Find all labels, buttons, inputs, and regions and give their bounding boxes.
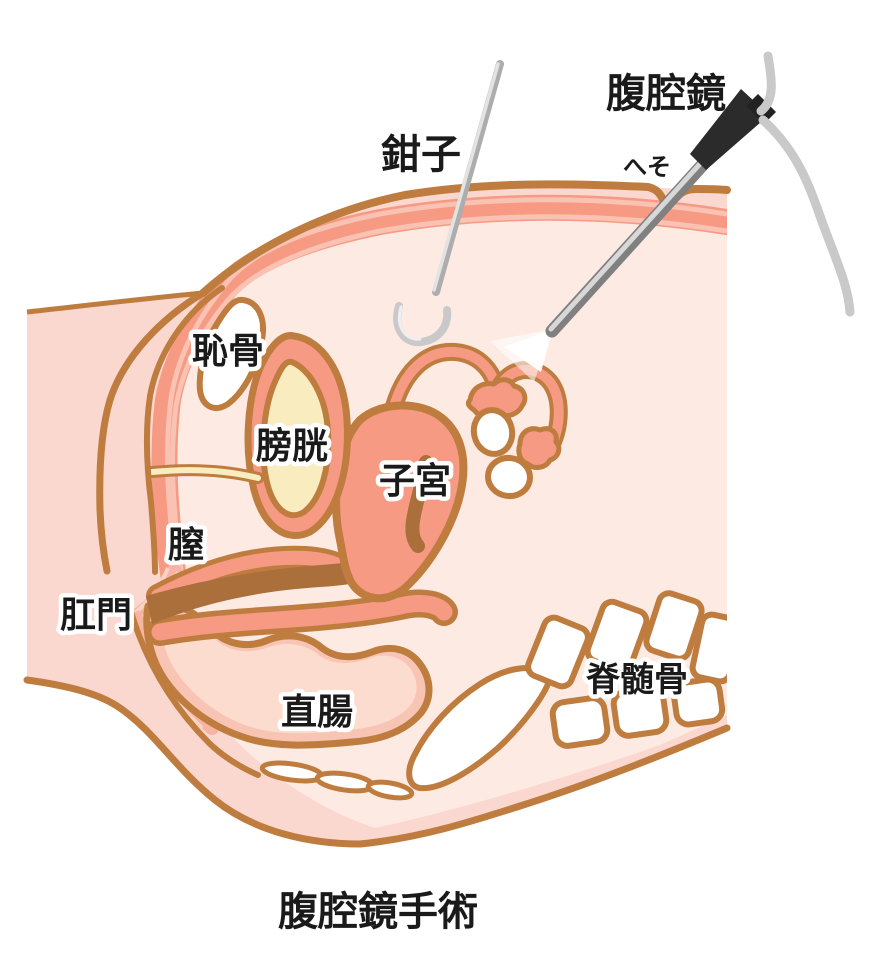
bladder [146,332,351,539]
spine-bones [259,590,727,801]
abdomen-outline [199,180,668,297]
tailbone-segment [365,779,415,801]
rectum [143,600,433,749]
uterus-vagina [146,401,468,646]
fimbria [465,377,528,420]
vertebra-process [643,590,705,662]
fiber-cable-upper [756,51,776,116]
pubic-bone [196,296,266,411]
vertebra-process [584,598,650,674]
laparoscope-instrument [490,51,855,382]
uterus-body [332,401,468,603]
muscle-stripe [170,214,727,579]
label-rectum: 直腸 [281,692,353,733]
label-bladder: 膀胱 [255,426,328,467]
vertebra-body [549,695,611,749]
groin-outer-line [96,289,207,575]
labels: 鉗子 腹腔鏡 へそ 恥骨 膀胱 子宮 膣 肛門 直腸 脊髄骨 腹腔鏡手術 [55,71,726,935]
forceps-shaft [432,60,504,296]
figure-title: 腹腔鏡手術 [278,889,478,935]
vertebra-body [610,685,670,739]
label-forceps: 鉗子 [381,132,461,178]
back-bottom-outline [23,676,731,848]
forceps-instrument [393,60,504,347]
label-pubic-bone: 恥骨 [192,331,264,372]
body-outlines [23,180,731,848]
label-anus: 肛門 [60,595,132,636]
forceps-tip [393,302,452,347]
fiber-cable-lower [758,115,855,317]
vertebra-body [670,676,726,728]
ovary [485,454,533,500]
bladder-interior [260,358,332,519]
rectum-inner [162,617,417,734]
label-vagina: 膣 [168,525,204,566]
label-laparoscope: 腹腔鏡 [606,71,726,117]
label-spine: 脊髄骨 [586,660,688,700]
label-uterus: 子宮 [379,461,451,502]
groin-inner-line [144,285,225,575]
uterine-canal [405,455,433,553]
ovary [470,407,516,457]
buttock-crease [128,609,261,778]
laparoscope-light-cone-core [504,329,553,372]
sacrum-bone [406,665,551,792]
label-navel: へそ [623,153,671,181]
thigh-top-line [26,290,204,315]
fallopian-tube-ovaries [383,342,568,500]
vertebra-process [525,614,591,690]
vertebra-process [689,611,727,685]
